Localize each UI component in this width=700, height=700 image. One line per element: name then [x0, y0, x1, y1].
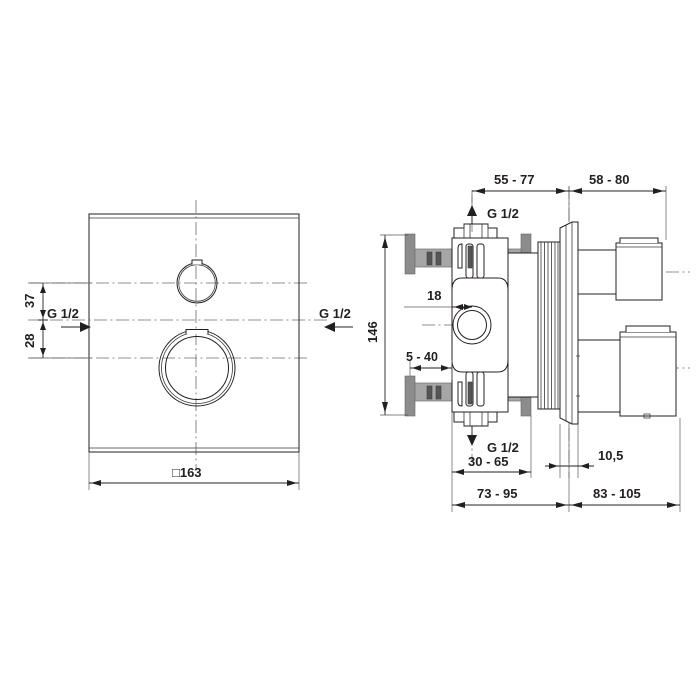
front-view-group: 37 28 G 1/2 G 1/2 □163 — [22, 200, 353, 490]
front-inlet-right-label: G 1/2 — [319, 306, 351, 321]
top-left-bracket-slot-b — [435, 251, 442, 266]
dim-label-30-65: 30 - 65 — [468, 454, 508, 469]
arrow-28-down — [40, 348, 46, 356]
dim-label-58-80: 58 - 80 — [589, 172, 629, 187]
wall-escutcheon-plate — [559, 221, 579, 425]
arrow-73-95-right — [556, 502, 567, 508]
arrow-58-80-right — [653, 188, 664, 194]
dim-label-28: 28 — [22, 334, 37, 348]
side-port-top-label: G 1/2 — [487, 206, 519, 221]
body-channel-bottom-core — [467, 381, 473, 405]
lower-handle-body — [619, 331, 677, 417]
temperature-handle-outer — [158, 329, 236, 407]
top-inlet-nut — [453, 223, 498, 239]
lower-handle-collar — [577, 339, 621, 413]
dim-label-18: 18 — [427, 288, 441, 303]
lower-handle-collar-marks — [576, 355, 580, 397]
arrow-55-77-right — [556, 188, 567, 194]
front-inlet-left-label: G 1/2 — [47, 306, 79, 321]
diverter-button-inner — [178, 264, 216, 302]
body-channel-bottom-c — [476, 371, 485, 407]
arrow-18-right — [464, 304, 472, 310]
arrow-73-95-left — [454, 502, 465, 508]
lower-handle-detent — [643, 413, 651, 419]
upper-handle-cap — [619, 237, 659, 243]
upper-handle-collar — [577, 249, 617, 295]
body-channel-bottom-a — [457, 381, 463, 407]
dim-label-73-95: 73 - 95 — [477, 486, 517, 501]
arrow-58-80-left — [571, 188, 582, 194]
cartridge-body — [451, 277, 509, 373]
bottom-inlet-nut-facets — [463, 412, 489, 426]
arrow-18-left — [454, 304, 463, 310]
top-inlet-nut-facets — [463, 224, 489, 238]
arrow-55-77-left — [474, 188, 485, 194]
threaded-sleeve-ridges — [540, 242, 559, 409]
central-bore-inner — [457, 310, 487, 340]
arrow-83-105-right — [667, 502, 678, 508]
dim-label-5-40: 5 - 40 — [406, 350, 438, 364]
arrow-146-up — [382, 237, 388, 248]
arrow-30-65-right — [519, 469, 529, 475]
arrow-30-65-left — [454, 469, 464, 475]
top-left-flange-plate — [404, 233, 416, 275]
bottom-left-bracket-slot-a — [426, 385, 433, 400]
bottom-inlet-nut — [453, 411, 498, 427]
top-port-arrow-head — [467, 205, 477, 216]
stem-shank — [507, 252, 541, 398]
face-plate-inner-edges — [89, 217, 299, 449]
arrow-10-5-left — [549, 463, 558, 469]
dim-label-37: 37 — [22, 294, 37, 308]
arrow-83-105-left — [571, 502, 582, 508]
body-channel-top-core — [467, 245, 473, 269]
central-bore-outer — [452, 305, 492, 345]
temperature-handle-inner — [165, 336, 229, 400]
temperature-handle-mid — [161, 332, 233, 404]
arrow-5-40-right — [441, 365, 450, 371]
front-inlet-left-arrow-head — [80, 322, 91, 332]
top-left-bracket-slot-a — [426, 251, 433, 266]
dim-label-163: □163 — [172, 465, 202, 480]
bottom-port-arrow-head — [467, 435, 477, 446]
dim-label-10-5: 10,5 — [598, 448, 623, 463]
arrow-163-right — [287, 480, 297, 486]
dim-label-55-77: 55 - 77 — [494, 172, 534, 187]
arrow-146-down — [382, 402, 388, 413]
arrow-37-up — [40, 285, 46, 293]
upper-handle-body — [615, 242, 663, 301]
dim-label-146: 146 — [365, 321, 380, 343]
side-port-bottom-label: G 1/2 — [487, 440, 519, 455]
bottom-left-bracket-slot-b — [435, 385, 442, 400]
body-channel-top-a — [457, 243, 463, 269]
bottom-left-flange-plate — [404, 375, 416, 417]
side-view-group: 55 - 77 58 - 80 G 1/2 G 1/2 146 — [365, 172, 690, 512]
arrow-163-left — [91, 480, 101, 486]
arrow-28-up — [40, 322, 46, 330]
front-inlet-right-arrow-head — [324, 322, 335, 332]
body-channel-top-c — [476, 243, 485, 279]
dim-label-83-105: 83 - 105 — [593, 486, 641, 501]
arrow-37-down — [40, 310, 46, 318]
diverter-button-tab — [191, 259, 203, 265]
lower-handle-cap — [625, 325, 671, 332]
arrow-5-40-left — [412, 365, 421, 371]
arrow-10-5-right — [580, 463, 589, 469]
temperature-handle-tab — [185, 329, 209, 334]
